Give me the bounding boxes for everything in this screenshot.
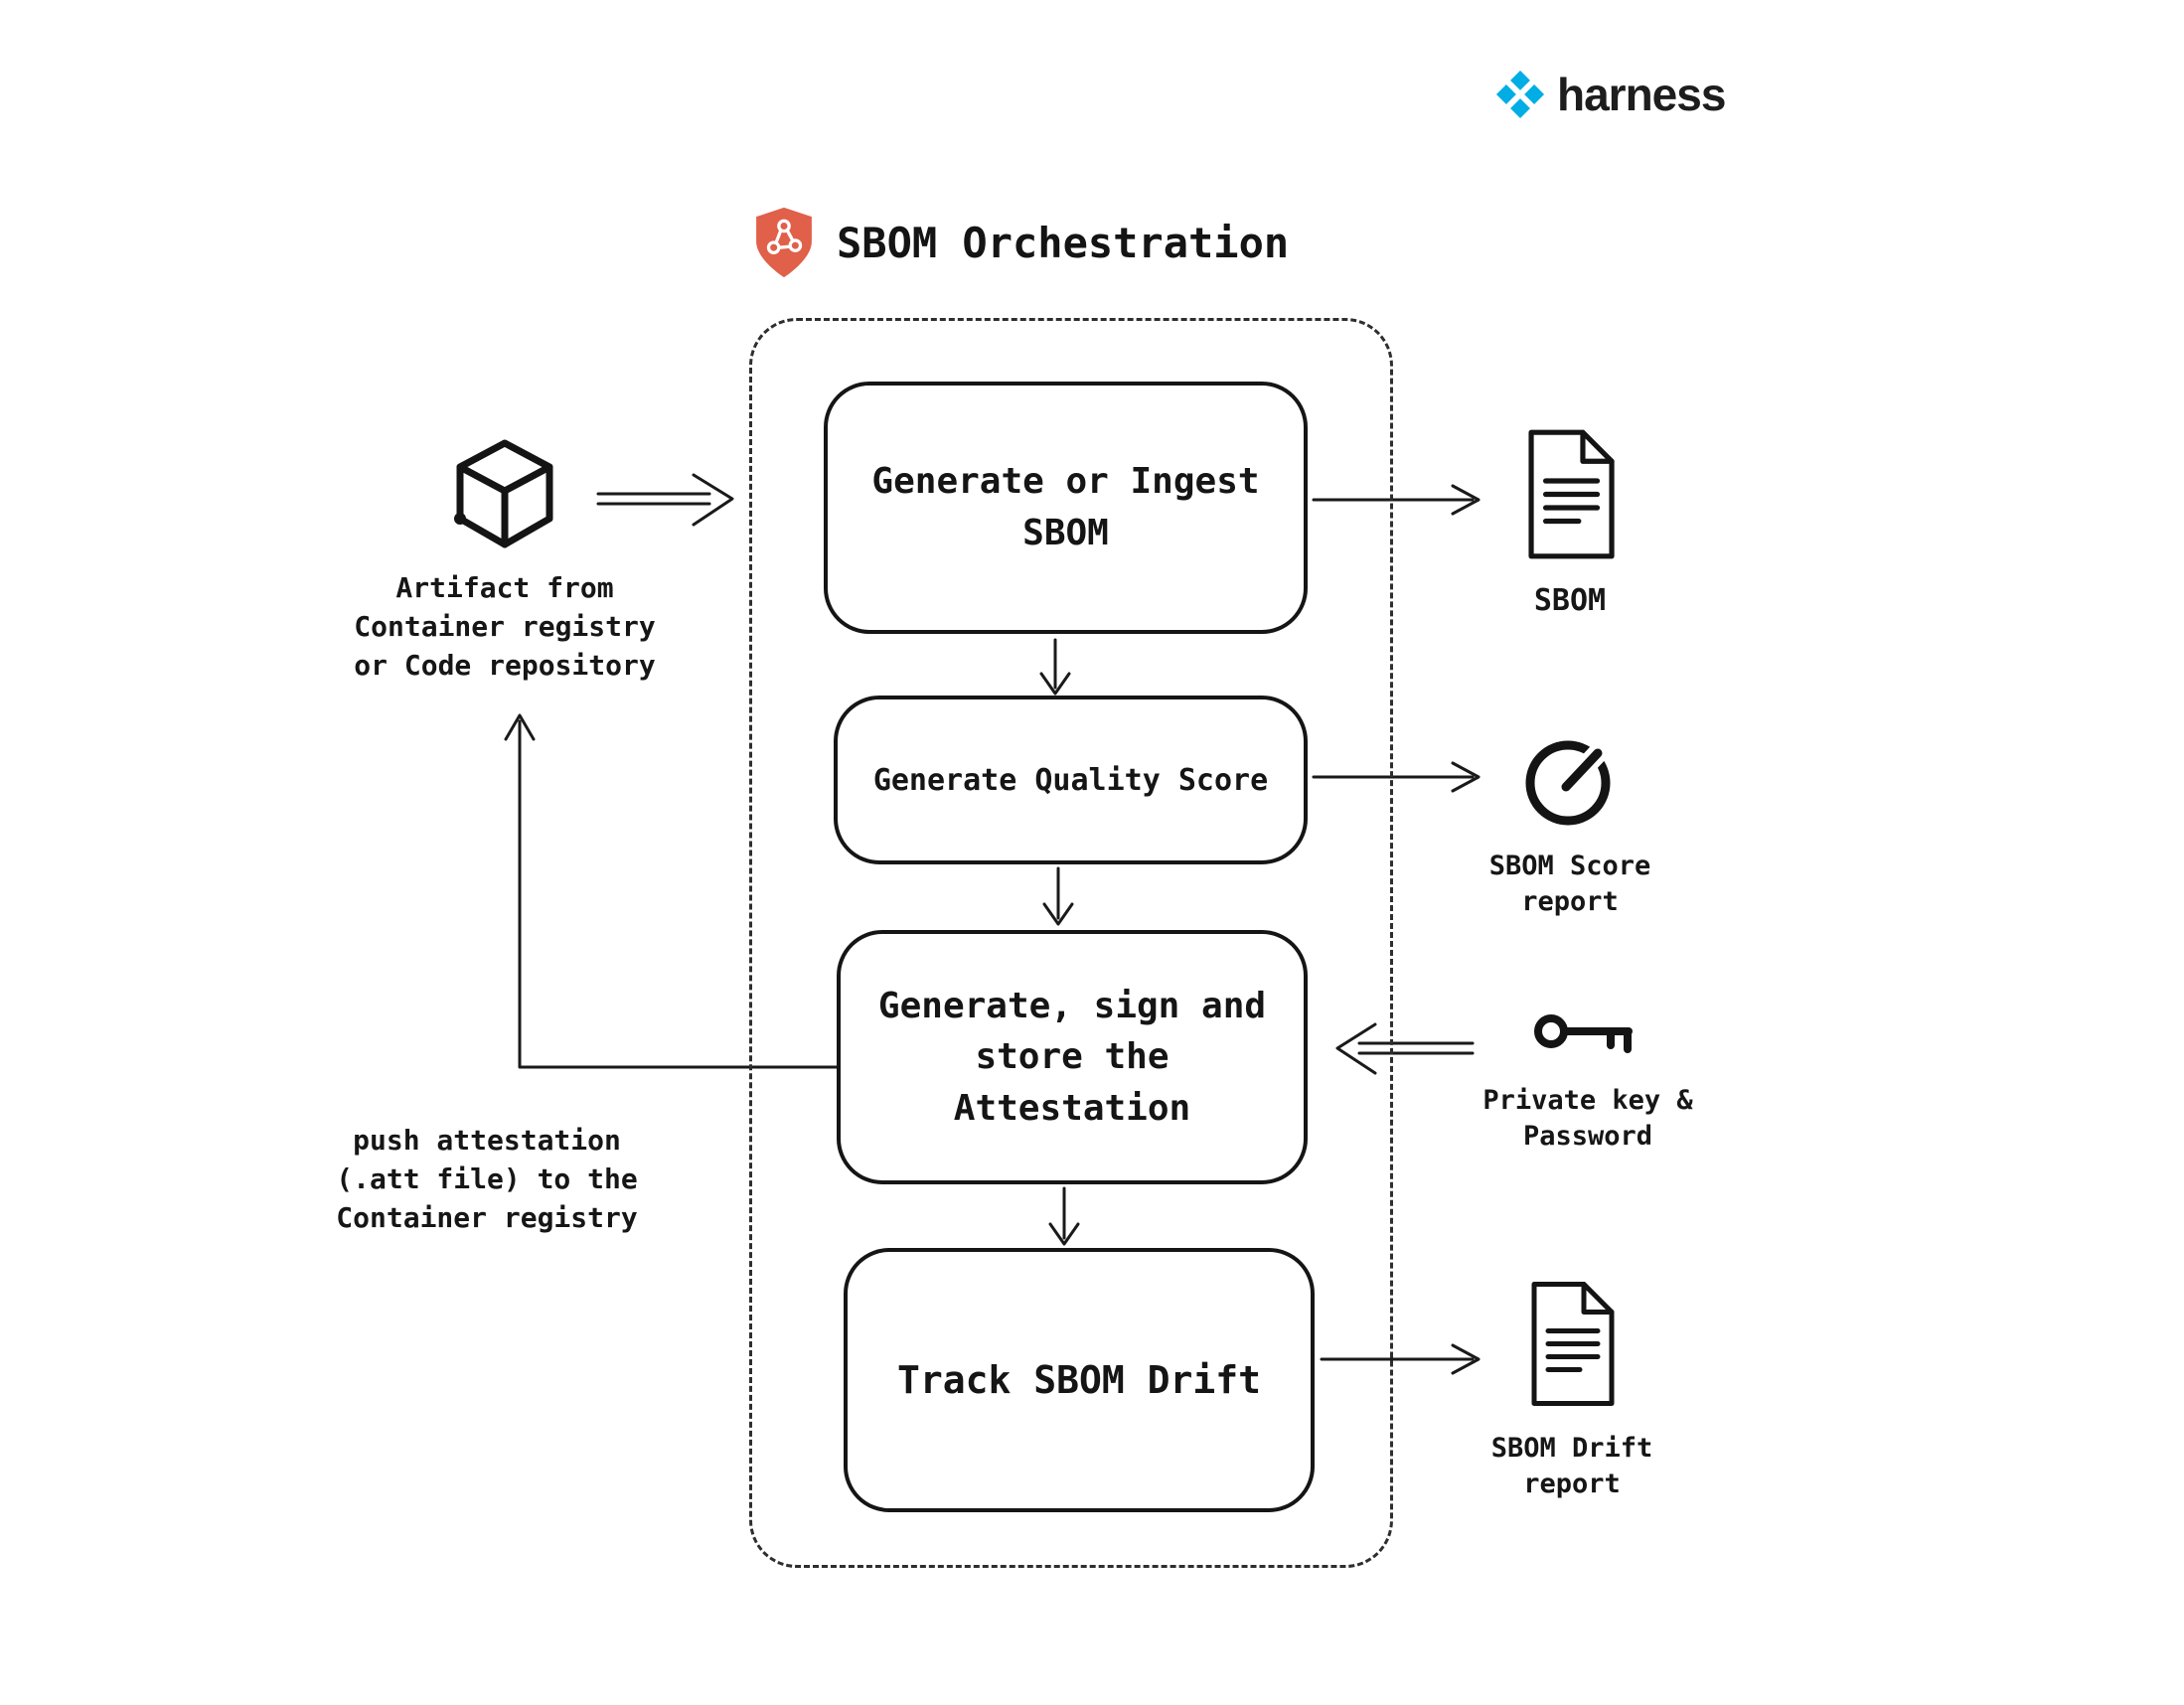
step-label: Generate Quality Score	[872, 762, 1269, 798]
output-sbom: SBOM	[1461, 427, 1679, 622]
step-generate-sign-store-attestation: Generate, sign and store the Attestation	[837, 930, 1308, 1184]
artifact-label: Artifact from Container registry or Code…	[354, 571, 656, 683]
diagram-title: SBOM Orchestration	[753, 205, 1289, 280]
step-generate-ingest-sbom: Generate or Ingest SBOM	[824, 382, 1308, 634]
drift-report-label: SBOM Drift report	[1490, 1433, 1653, 1500]
drift-document-icon	[1531, 1282, 1615, 1406]
push-attestation-note: push attestation (.att file) to the Cont…	[336, 1124, 638, 1235]
diagram-title-text: SBOM Orchestration	[837, 218, 1290, 267]
harness-logo-icon	[1495, 70, 1545, 119]
sbom-document-icon	[1527, 429, 1615, 559]
step-track-sbom-drift: Track SBOM Drift	[844, 1248, 1315, 1512]
score-report-label: SBOM Score report	[1488, 851, 1651, 918]
score-gauge-icon	[1525, 740, 1611, 826]
harness-wordmark: harness	[1557, 69, 1726, 120]
artifact-cube-icon	[454, 439, 553, 548]
sbom-label: SBOM	[1533, 583, 1607, 618]
input-private-key: Private key & Password	[1469, 1002, 1707, 1156]
orchestration-boundary	[749, 318, 1393, 1568]
sbom-shield-icon	[756, 207, 812, 278]
step-label: Generate or Ingest SBOM	[871, 460, 1260, 553]
output-score-report: SBOM Score report	[1461, 729, 1679, 921]
harness-logo: harness	[1495, 68, 1726, 121]
output-drift-report: SBOM Drift report	[1453, 1277, 1691, 1503]
private-key-label: Private key & Password	[1482, 1085, 1693, 1153]
step-generate-quality-score: Generate Quality Score	[834, 696, 1308, 864]
step-label: Track SBOM Drift	[896, 1358, 1262, 1402]
artifact-source: Artifact from Container registry or Code…	[326, 435, 684, 686]
key-icon	[1534, 1014, 1633, 1053]
step-label: Generate, sign and store the Attestation	[877, 986, 1267, 1129]
